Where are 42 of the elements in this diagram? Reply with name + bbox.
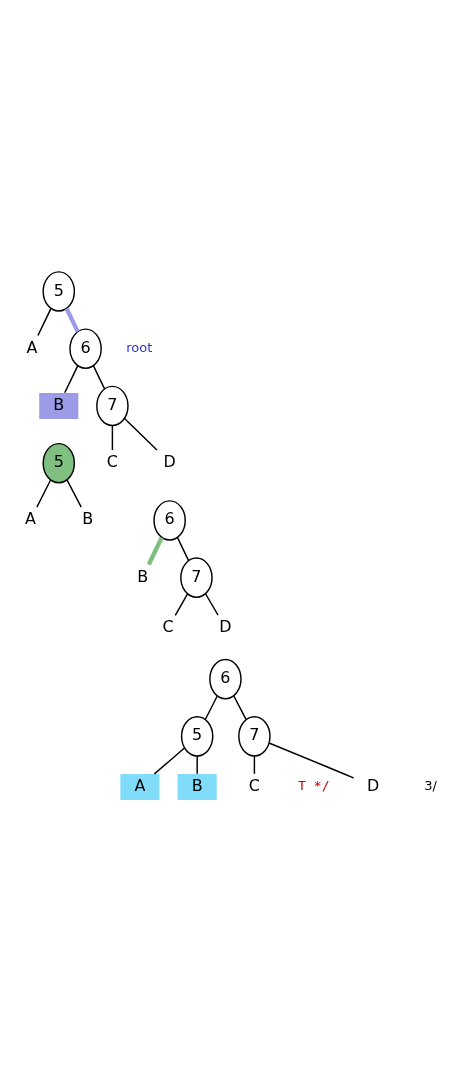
connector <box>268 741 355 779</box>
label: 3/ <box>424 777 437 793</box>
connector <box>146 536 164 565</box>
connector <box>204 694 218 720</box>
node-text: A <box>25 508 36 528</box>
connector <box>66 478 82 508</box>
node-ellipse: 7 <box>238 715 271 757</box>
node-text: D <box>219 616 232 636</box>
node-ellipse: 5 <box>42 442 76 483</box>
node-box: B <box>39 392 79 419</box>
node-text: C <box>106 451 118 471</box>
node-ellipse: 6 <box>69 327 102 369</box>
connector <box>204 592 219 616</box>
node-ellipse: 5 <box>180 715 214 757</box>
node-text: C <box>162 616 174 636</box>
connector <box>64 307 80 333</box>
node-text: D <box>367 775 380 795</box>
connector <box>174 592 189 616</box>
label: root <box>126 339 153 355</box>
node-box: A <box>120 773 160 800</box>
node-text: A <box>26 337 38 357</box>
connector <box>92 364 106 390</box>
connector <box>176 536 190 561</box>
node-ellipse: 7 <box>96 385 129 426</box>
node-text: D <box>163 451 176 471</box>
node-ellipse: 5 <box>42 270 76 312</box>
node-ellipse: 6 <box>209 658 242 699</box>
connector <box>36 478 52 508</box>
node-box: B <box>177 773 217 800</box>
connector <box>64 364 79 393</box>
connector <box>233 694 247 720</box>
connector <box>196 754 198 775</box>
node-ellipse: 7 <box>180 556 213 598</box>
node-text: B <box>137 566 149 586</box>
connector <box>153 746 186 775</box>
label: T */ <box>298 777 330 793</box>
node-text: B <box>82 508 94 528</box>
connector <box>123 417 158 451</box>
connector <box>37 307 52 336</box>
connector <box>111 424 114 451</box>
node-text: C <box>248 775 260 795</box>
node-ellipse: 6 <box>153 499 186 541</box>
